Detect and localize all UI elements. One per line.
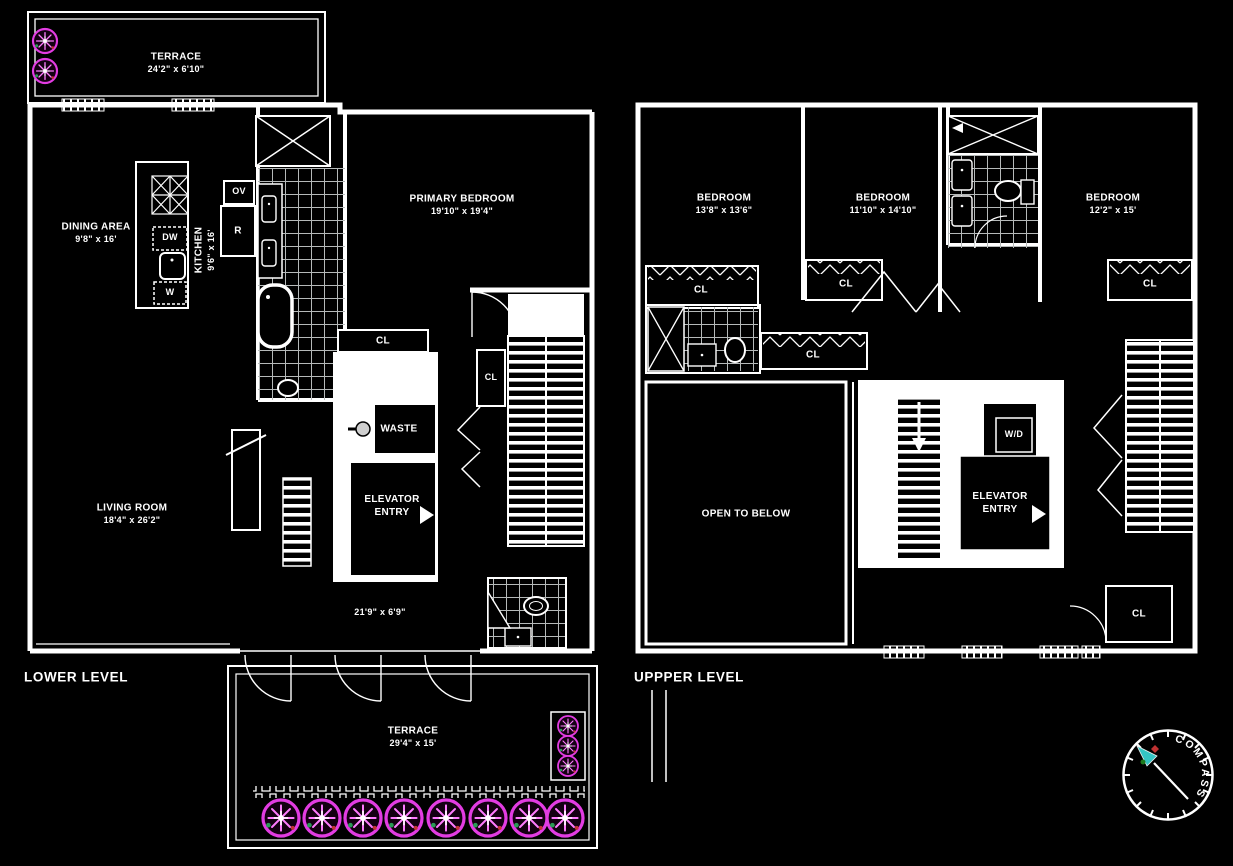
compass-icon: COMPASS [1122, 729, 1214, 821]
sink-icon [159, 252, 186, 280]
closet-box [337, 329, 429, 353]
powder-room [487, 577, 567, 649]
bedroom1-label: BEDROOM [696, 192, 752, 204]
dining-dims: 9'8" x 16' [75, 234, 117, 245]
range-label: R [234, 225, 242, 237]
bedroom3-label: BEDROOM [1085, 192, 1141, 204]
primary-bedroom-label: PRIMARY BEDROOM [409, 193, 515, 205]
staircase [898, 396, 940, 558]
living-room-label: LIVING ROOM [96, 502, 168, 514]
double-door-chevrons [456, 406, 481, 488]
washer-label: W [165, 287, 175, 298]
closet-label: CL [1143, 278, 1157, 290]
closet-label: CL [376, 335, 390, 347]
closet-label: CL [806, 349, 820, 361]
lower-level-plan [27, 11, 667, 849]
closet-box [476, 349, 506, 407]
door-arc [1069, 605, 1107, 643]
living-room-dims: 18'4" x 26'2" [103, 515, 161, 526]
lower-terrace [227, 654, 598, 849]
dishwasher-label: DW [162, 232, 178, 243]
open-to-below [644, 380, 848, 646]
elevator-arrow-icon [420, 506, 434, 524]
washer-dryer-label: W/D [1004, 429, 1024, 440]
shower-icon [947, 115, 1039, 155]
hall-dims: 21'9" x 6'9" [354, 607, 406, 618]
terrace-top-label: TERRACE [150, 51, 202, 63]
door-chevrons [851, 270, 961, 313]
terrace-top-dims: 24'2" x 6'10" [147, 64, 205, 75]
closet-label: CL [1132, 608, 1146, 620]
kitchen-label: KITCHEN [193, 226, 205, 274]
plant-icon [31, 57, 59, 85]
lower-level-title: LOWER LEVEL [24, 669, 129, 685]
waste-chute-icon [355, 421, 371, 437]
plant-icon [31, 27, 59, 55]
terrace-bottom-label: TERRACE [387, 725, 439, 737]
shower-icon [255, 115, 331, 167]
toilet-icon [724, 337, 746, 363]
small-staircase [282, 477, 312, 567]
closet-label: CL [694, 284, 708, 296]
kitchen-dims: 9'6" x 16' [206, 229, 217, 271]
door-arc [424, 654, 472, 702]
upper-level-plan [635, 102, 1198, 659]
closet-label: CL [839, 278, 853, 290]
elevator-entry-label: ELEVATOR ENTRY [364, 494, 420, 518]
closet-box [1107, 259, 1193, 301]
closet-box [1105, 585, 1173, 643]
washer-box [153, 281, 187, 305]
primary-bath-upper [947, 115, 1039, 249]
compass-needle-icon [1136, 745, 1158, 767]
toilet-icon [277, 379, 299, 397]
washer-dryer-box [984, 404, 1036, 456]
cooktop-icon [151, 175, 189, 215]
elevator-box [959, 455, 1051, 551]
range-box [220, 205, 256, 257]
oven-box [223, 180, 255, 205]
waste-label: WASTE [380, 423, 418, 435]
dining-label: DINING AREA [61, 221, 131, 233]
toilet-icon [523, 596, 549, 616]
double-door-chevrons [1092, 394, 1123, 517]
terrace-bottom-dims: 29'4" x 15' [389, 738, 437, 749]
open-to-below-label: OPEN TO BELOW [701, 508, 791, 520]
stair-arrow-icon [912, 438, 926, 452]
upper-level-title: UPPPER LEVEL [634, 669, 744, 685]
closet-box [645, 265, 759, 309]
staircase [507, 294, 585, 547]
door-arc [244, 654, 292, 702]
staircase [1125, 339, 1195, 533]
dishwasher-box [152, 226, 188, 251]
door-arc [974, 215, 1008, 249]
bedroom1-dims: 13'8" x 13'6" [695, 205, 753, 216]
bedroom2-dims: 11'10" x 14'10" [849, 205, 917, 216]
elevator-arrow-icon [1032, 505, 1046, 523]
planter-border [253, 786, 585, 798]
toilet-icon [994, 180, 1022, 202]
door-arc [334, 654, 382, 702]
closet-box [760, 332, 868, 370]
hall-bathroom [645, 304, 761, 374]
closet-box [805, 259, 883, 301]
primary-bedroom-dims: 19'10" x 19'4" [430, 206, 494, 217]
bedroom3-dims: 12'2" x 15' [1089, 205, 1137, 216]
oven-label: OV [232, 186, 246, 197]
bedroom2-label: BEDROOM [855, 192, 911, 204]
closet-label: CL [484, 372, 498, 383]
elevator-entry-label: ELEVATOR ENTRY [972, 491, 1028, 515]
bathtub-icon [256, 283, 294, 349]
door-leaf [487, 589, 512, 629]
